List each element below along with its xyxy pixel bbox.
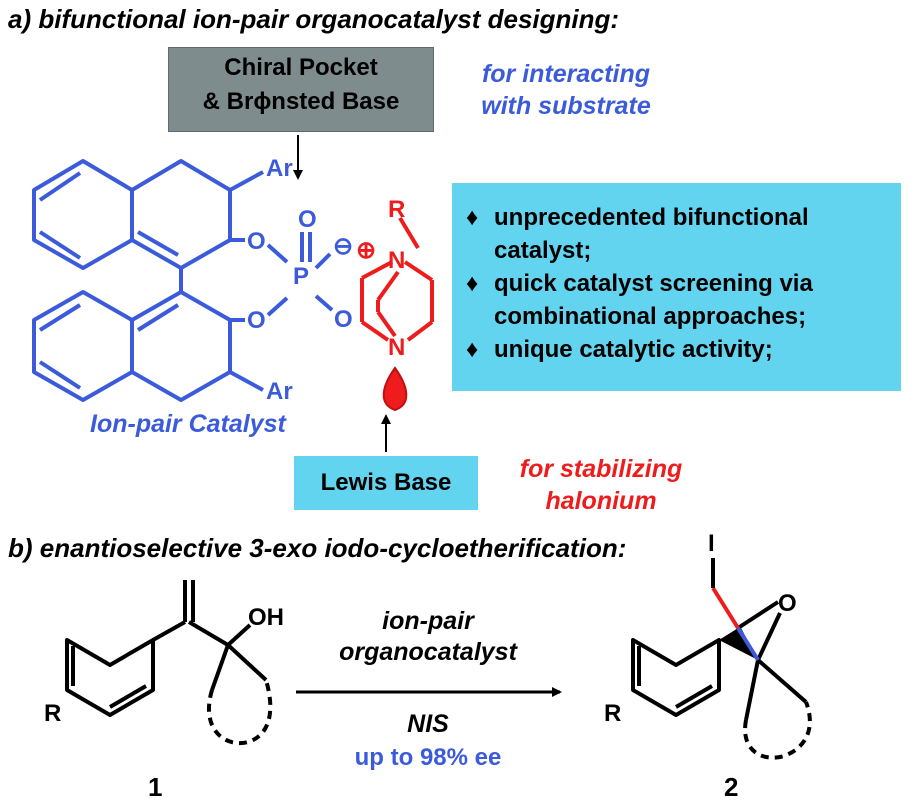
diamond-bullet-icon: ♦	[466, 336, 479, 363]
r-label-substrate: R	[44, 700, 62, 727]
feature-item-3: ♦unique catalytic activity;	[466, 333, 888, 366]
interacting-note: for interacting with substrate	[451, 58, 681, 122]
o-label-upper: O	[247, 228, 266, 255]
binaphthyl-phosphate	[32, 159, 334, 402]
compound-1-label: 1	[148, 772, 163, 802]
product-2-structure	[631, 600, 812, 760]
i-label: I	[708, 530, 715, 557]
ion-pair-catalyst-label: Ion-pair Catalyst	[90, 410, 286, 438]
chiral-pocket-line2: & Brϕnsted Base	[202, 88, 400, 115]
stabilizing-note: for stabilizing halonium	[486, 453, 716, 517]
oh-label: OH	[248, 604, 284, 631]
compound-2-label: 2	[724, 772, 739, 802]
feature-item-1: ♦unprecedented bifunctional catalyst;	[466, 201, 888, 267]
n-label-top: N	[388, 247, 406, 274]
o-label-pdouble: O	[298, 206, 317, 233]
dabco-cage	[360, 216, 434, 342]
ee-label: up to 98% ee	[354, 744, 502, 771]
iodomethyl-bond	[711, 586, 740, 630]
feature-item-2: ♦quick catalyst screening via combinatio…	[466, 267, 888, 333]
lewis-base-box: Lewis Base	[294, 456, 478, 510]
interacting-note-line2: with substrate	[481, 92, 651, 120]
n-label-bottom: N	[388, 334, 406, 361]
r-label-product: R	[604, 700, 622, 727]
feature-list: ♦unprecedented bifunctional catalyst; ♦q…	[466, 201, 888, 366]
o-label-pright: O	[334, 306, 353, 333]
condition-line1: ion-pair	[382, 607, 474, 635]
reagent-label: NIS	[407, 710, 449, 738]
features-box: ♦unprecedented bifunctional catalyst; ♦q…	[452, 183, 901, 391]
diamond-bullet-icon: ♦	[466, 204, 479, 231]
o-label-lower: O	[247, 307, 266, 334]
stabilizing-note-line2: halonium	[545, 487, 657, 515]
minus-charge-icon: ⊖	[333, 233, 354, 260]
diamond-bullet-icon: ♦	[466, 270, 479, 297]
plus-charge-icon: ⊕	[356, 237, 377, 264]
substrate-1-structure	[65, 580, 273, 746]
section-a-title: a) bifunctional ion-pair organocatalyst …	[8, 4, 620, 34]
chiral-pocket-box: Chiral Pocket & Brϕnsted Base	[168, 47, 434, 132]
interacting-note-line1: for interacting	[481, 60, 651, 88]
lone-pair-lobe	[382, 366, 408, 412]
r-label-cage: R	[388, 196, 406, 223]
condition-line2: organocatalyst	[339, 638, 517, 666]
ar-label-top: Ar	[266, 155, 293, 182]
section-b-title: b) enantioselective 3-exo iodo-cycloethe…	[8, 533, 627, 563]
chiral-pocket-line1: Chiral Pocket	[224, 54, 378, 81]
p-label: P	[293, 263, 310, 290]
stabilizing-note-line1: for stabilizing	[519, 455, 683, 483]
o-label-epoxide: O	[778, 590, 797, 617]
epoxide-bond	[736, 626, 760, 662]
wedge-bond	[719, 626, 758, 660]
ar-label-bottom: Ar	[266, 378, 293, 405]
